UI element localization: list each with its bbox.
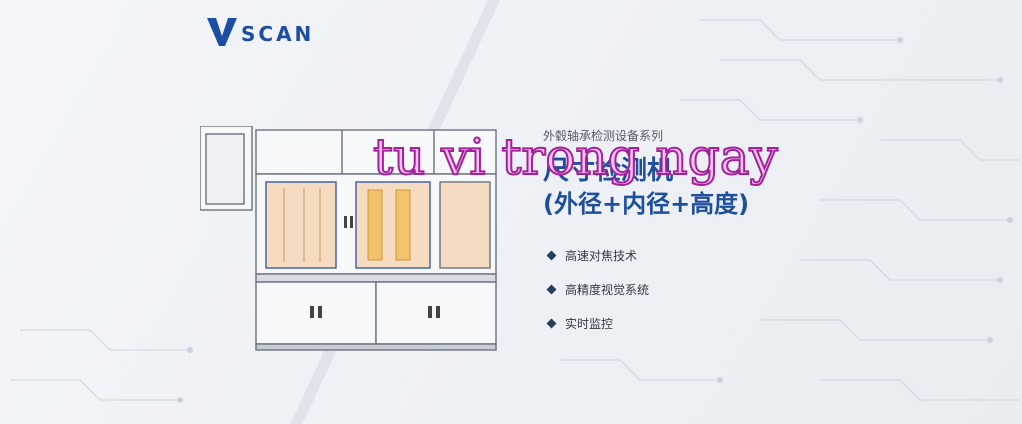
inspection-machine-illustration (200, 126, 497, 351)
feature-item: 实时监控 (546, 306, 649, 340)
product-series: 外毂轴承检测设备系列 (543, 129, 664, 143)
feature-label: 高速对焦技术 (565, 248, 638, 263)
logo-v-mark-icon (207, 18, 237, 46)
product-title: 尺寸检测机 (543, 156, 674, 186)
feature-list: 高速对焦技术 高精度视觉系统 实时监控 (546, 238, 650, 340)
diamond-bullet-icon (546, 284, 557, 294)
watermark-overlay-text: tu vi trong ngay (372, 127, 779, 187)
feature-item: 高精度视觉系统 (546, 272, 650, 306)
feature-label: 高精度视觉系统 (565, 282, 650, 297)
diamond-bullet-icon (546, 250, 557, 260)
brand-logo[interactable]: SCAN (205, 8, 314, 48)
logo-text: SCAN (241, 22, 315, 46)
feature-item: 高速对焦技术 (546, 238, 649, 272)
feature-label: 实时监控 (565, 316, 614, 331)
diamond-bullet-icon (546, 318, 557, 328)
product-subtitle: (外径+内径+高度) (543, 190, 750, 218)
